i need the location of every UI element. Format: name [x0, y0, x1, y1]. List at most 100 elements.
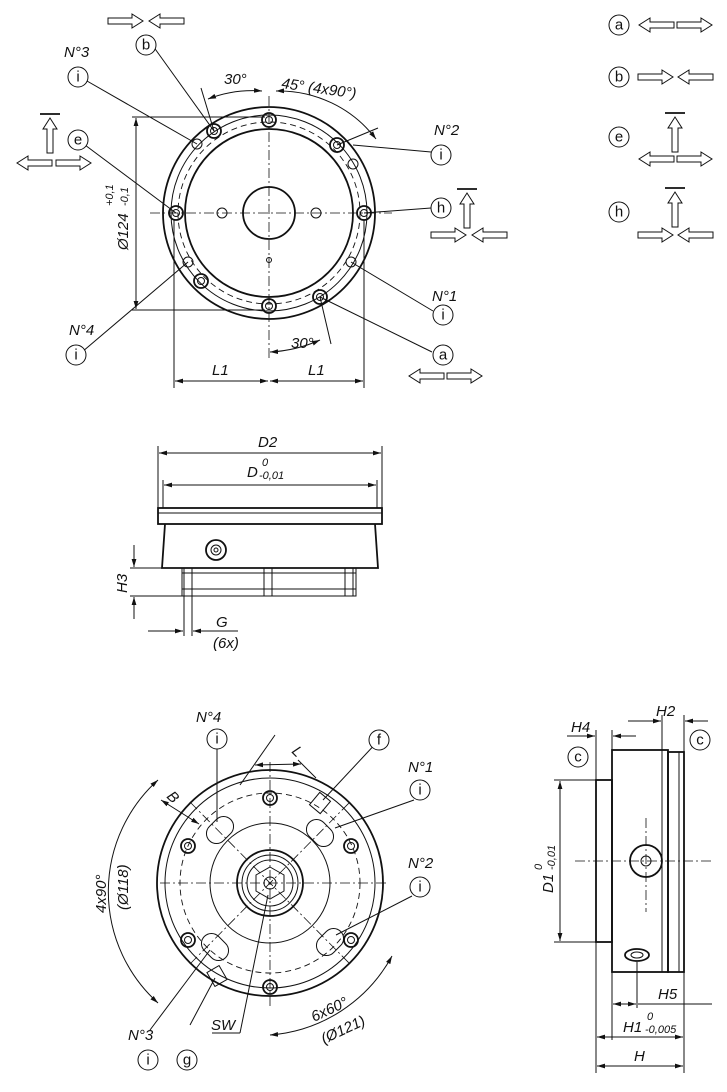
callout-bottom-f: f: [368, 729, 390, 751]
h1-label: H1: [623, 1019, 642, 1036]
section-port: [629, 844, 663, 878]
arrows-a-bottom: [408, 368, 483, 384]
callout-top-b: b: [135, 34, 157, 56]
port-f: [308, 791, 332, 815]
d-label: D: [247, 464, 258, 481]
svg-text:b: b: [615, 69, 623, 86]
l-label: L: [288, 743, 306, 761]
callout-bottom-i-n4: i: [206, 728, 228, 750]
d1-tol-upper: 0: [533, 863, 545, 870]
svg-text:i: i: [441, 307, 444, 324]
callout-section-c-right: c: [689, 729, 711, 751]
callout-top-i-n2: i: [430, 144, 452, 166]
top-view: Ø124 +0,1 -0,1 L1 L1 30° 45° (4x90°) 30°…: [16, 13, 508, 388]
legend-a: a: [608, 14, 713, 36]
svg-text:e: e: [615, 129, 623, 146]
side-port: [205, 539, 227, 561]
g-count-label: (6x): [213, 635, 239, 652]
callout-section-c-left: c: [567, 746, 589, 768]
h-label: H: [634, 1048, 645, 1065]
side-body: [161, 523, 379, 569]
bottom-view: 4x90° (Ø118) 6x60° (Ø121) L B N°4 N°1 N°…: [93, 709, 434, 1071]
g-label: G: [216, 614, 228, 631]
arrows-h-right: [430, 188, 508, 243]
d-tol-upper: 0: [262, 457, 269, 469]
d2-label: D2: [258, 434, 278, 451]
dia-118-label: (Ø118): [115, 864, 132, 910]
svg-text:a: a: [439, 347, 448, 364]
top-n1-label: N°1: [432, 288, 457, 305]
side-top-flange: [157, 507, 383, 525]
d1-label: D1: [540, 874, 557, 893]
svg-text:i: i: [76, 69, 79, 86]
h4-label: H4: [571, 719, 590, 736]
l1-left-label: L1: [212, 362, 229, 379]
svg-text:h: h: [437, 200, 445, 217]
dia-tol-upper: +0,1: [104, 184, 116, 206]
outer-ring: [162, 106, 376, 320]
legend-h: h: [608, 187, 714, 243]
legend-e: e: [608, 112, 713, 167]
bottom-n4-label: N°4: [196, 709, 221, 726]
side-pin-area: [181, 567, 357, 597]
svg-text:g: g: [183, 1052, 191, 1069]
section-view: H2 H4 c c D1 0 -0,01 H5 H1 0 -0,005 H: [533, 703, 712, 1073]
direction-legend: a b e h: [608, 14, 714, 243]
legend-b: b: [608, 66, 714, 88]
svg-text:h: h: [615, 204, 623, 221]
callout-top-i-n1: i: [432, 304, 454, 326]
angle-45-label: 45° (4x90°): [280, 75, 357, 102]
top-n2-label: N°2: [434, 122, 460, 139]
svg-text:i: i: [74, 347, 77, 364]
angle-30-bottom-label: 30°: [291, 335, 314, 352]
bottom-slots: [200, 815, 345, 962]
arrows-e-left: [16, 113, 92, 171]
sw-label: SW: [211, 1017, 237, 1034]
callout-bottom-i-n1: i: [409, 779, 431, 801]
svg-text:b: b: [142, 37, 150, 54]
callout-top-h: h: [430, 197, 452, 219]
bottom-bolt-holes: [180, 790, 359, 995]
callout-bottom-i-n3: i: [137, 1049, 159, 1071]
svg-text:i: i: [439, 147, 442, 164]
pin-hole-right: [310, 207, 322, 219]
top-n3-label: N°3: [64, 44, 90, 61]
callout-bottom-g: g: [176, 1049, 198, 1071]
dia-tol-lower: -0,1: [119, 187, 131, 206]
side-view: D2 D 0 -0,01 H3 G (6x): [114, 434, 383, 652]
svg-text:f: f: [377, 732, 382, 749]
h3-label: H3: [114, 573, 131, 593]
svg-text:c: c: [696, 732, 704, 749]
callout-bottom-i-n2: i: [409, 876, 431, 898]
callout-top-i-n3: i: [67, 66, 89, 88]
svg-text:i: i: [146, 1052, 149, 1069]
bottom-n3-label: N°3: [128, 1027, 154, 1044]
pin-hole-left: [216, 207, 228, 219]
callout-top-a: a: [432, 344, 454, 366]
d1-tol-lower: -0,01: [546, 845, 558, 870]
h5-label: H5: [658, 986, 678, 1003]
h1-tol-lower: -0,005: [645, 1024, 677, 1036]
svg-text:a: a: [615, 17, 624, 34]
h2-label: H2: [656, 703, 676, 720]
bottom-inner-ring: [209, 822, 331, 944]
dia-124-label: Ø124: [115, 213, 132, 251]
small-hole: [266, 257, 272, 263]
hex-socket: [255, 866, 285, 900]
bottom-n1-label: N°1: [408, 759, 433, 776]
port-g: [206, 964, 228, 988]
angle-30-top-label: 30°: [224, 71, 247, 88]
svg-text:i: i: [418, 782, 421, 799]
bottom-hub: [236, 849, 304, 917]
angle-4x90-label: 4x90°: [93, 874, 110, 913]
section-bottom-port: [624, 948, 650, 962]
h1-tol-upper: 0: [647, 1011, 654, 1023]
top-n4-label: N°4: [69, 322, 94, 339]
callout-top-e: e: [67, 129, 89, 151]
d-tol-lower: -0,01: [259, 470, 284, 482]
l1-right-label: L1: [308, 362, 325, 379]
arrows-b-top: [107, 13, 185, 29]
svg-text:i: i: [215, 731, 218, 748]
svg-text:i: i: [418, 879, 421, 896]
